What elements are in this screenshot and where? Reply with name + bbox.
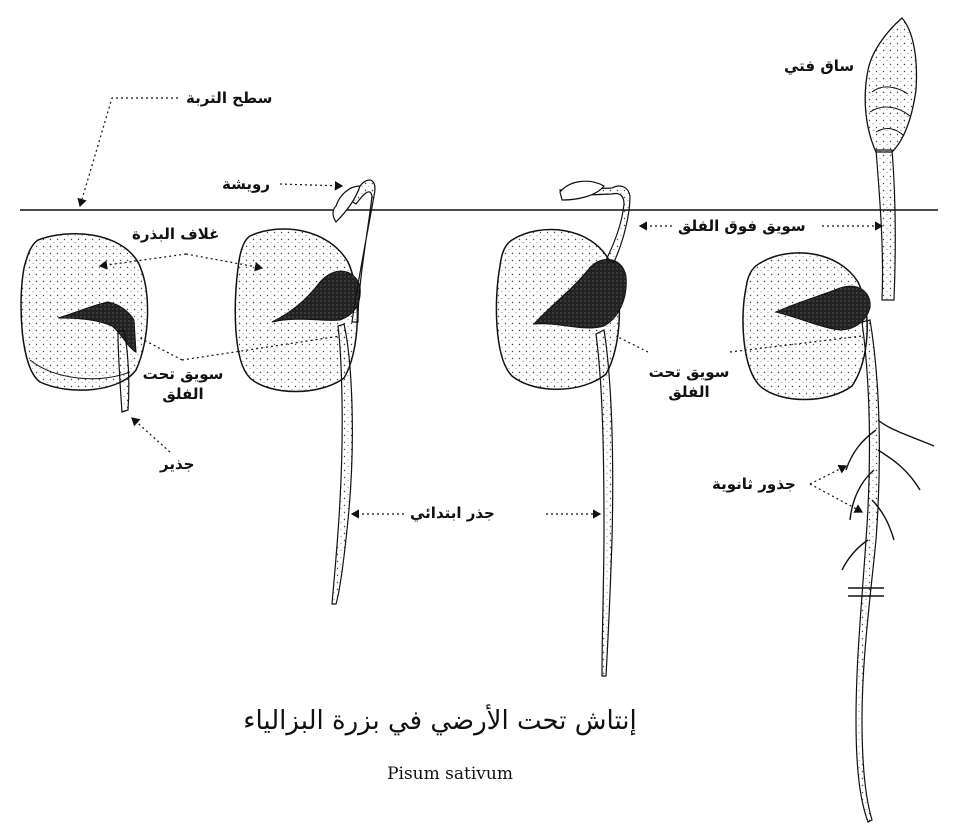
label-secondary-roots: جذور ثانوية: [712, 475, 796, 493]
seed-4-secondary-roots: [841, 419, 935, 571]
seed-2-plumule: [332, 185, 361, 223]
leader-radicle: [131, 417, 171, 453]
label-hypocotyl-2-line2: الفلق: [668, 383, 710, 401]
seed-4-stem: [875, 149, 896, 301]
label-hypocotyl-1-line2: الفلق: [162, 385, 204, 403]
label-hypocotyl-2-line1: سويق تحت: [648, 363, 730, 381]
label-primary-root: جذر ابتدائي: [410, 504, 495, 522]
diagram-subtitle: Pisum sativum: [387, 764, 513, 784]
label-hypocotyl-1: سويق تحت الفلق: [138, 364, 228, 404]
diagram-title: إنتاش تحت الأرضي في بزرة البزالياء: [243, 706, 637, 736]
seed-4-root: [855, 319, 880, 823]
leader-soil-surface: [77, 97, 178, 208]
leader-hypocotyl-2b: [729, 335, 863, 353]
leader-hypocotyl-2a: [615, 335, 649, 353]
seed-3-primary-root: [595, 329, 614, 677]
leader-secondary-1: [809, 464, 848, 485]
label-soil-surface: سطح التربة: [186, 89, 273, 107]
seed-stage-1: [20, 232, 149, 413]
leader-plumule: [279, 180, 344, 191]
label-seed-coat: غلاف البذرة: [132, 225, 220, 243]
leader-hypocotyl-1b: [181, 335, 341, 361]
seed-1-radicle: [117, 329, 130, 413]
label-hypocotyl-1-line1: سويق تحت: [142, 365, 224, 383]
seed-4-shoot-tip: [864, 17, 918, 153]
seed-1-embryo: [57, 301, 137, 353]
seed-3-embryo: [532, 259, 627, 329]
label-hypocotyl-2: سويق تحت الفلق: [644, 362, 734, 402]
leader-lines: [77, 97, 884, 519]
leader-hypocotyl-1a: [139, 337, 183, 361]
seed-3-plumule: [559, 180, 605, 201]
label-plumule: رويشة: [222, 175, 270, 193]
seed-stage-3: [495, 180, 631, 677]
seed-stage-4: [742, 17, 935, 823]
seed-4-embryo: [774, 285, 871, 331]
label-radicle: جذير: [160, 455, 195, 473]
label-young-stem: ساق فتي: [784, 57, 855, 75]
seed-2-primary-root: [331, 323, 353, 605]
label-epicotyl: سويق فوق الفلق: [678, 217, 806, 235]
seed-stage-2: [234, 179, 376, 605]
